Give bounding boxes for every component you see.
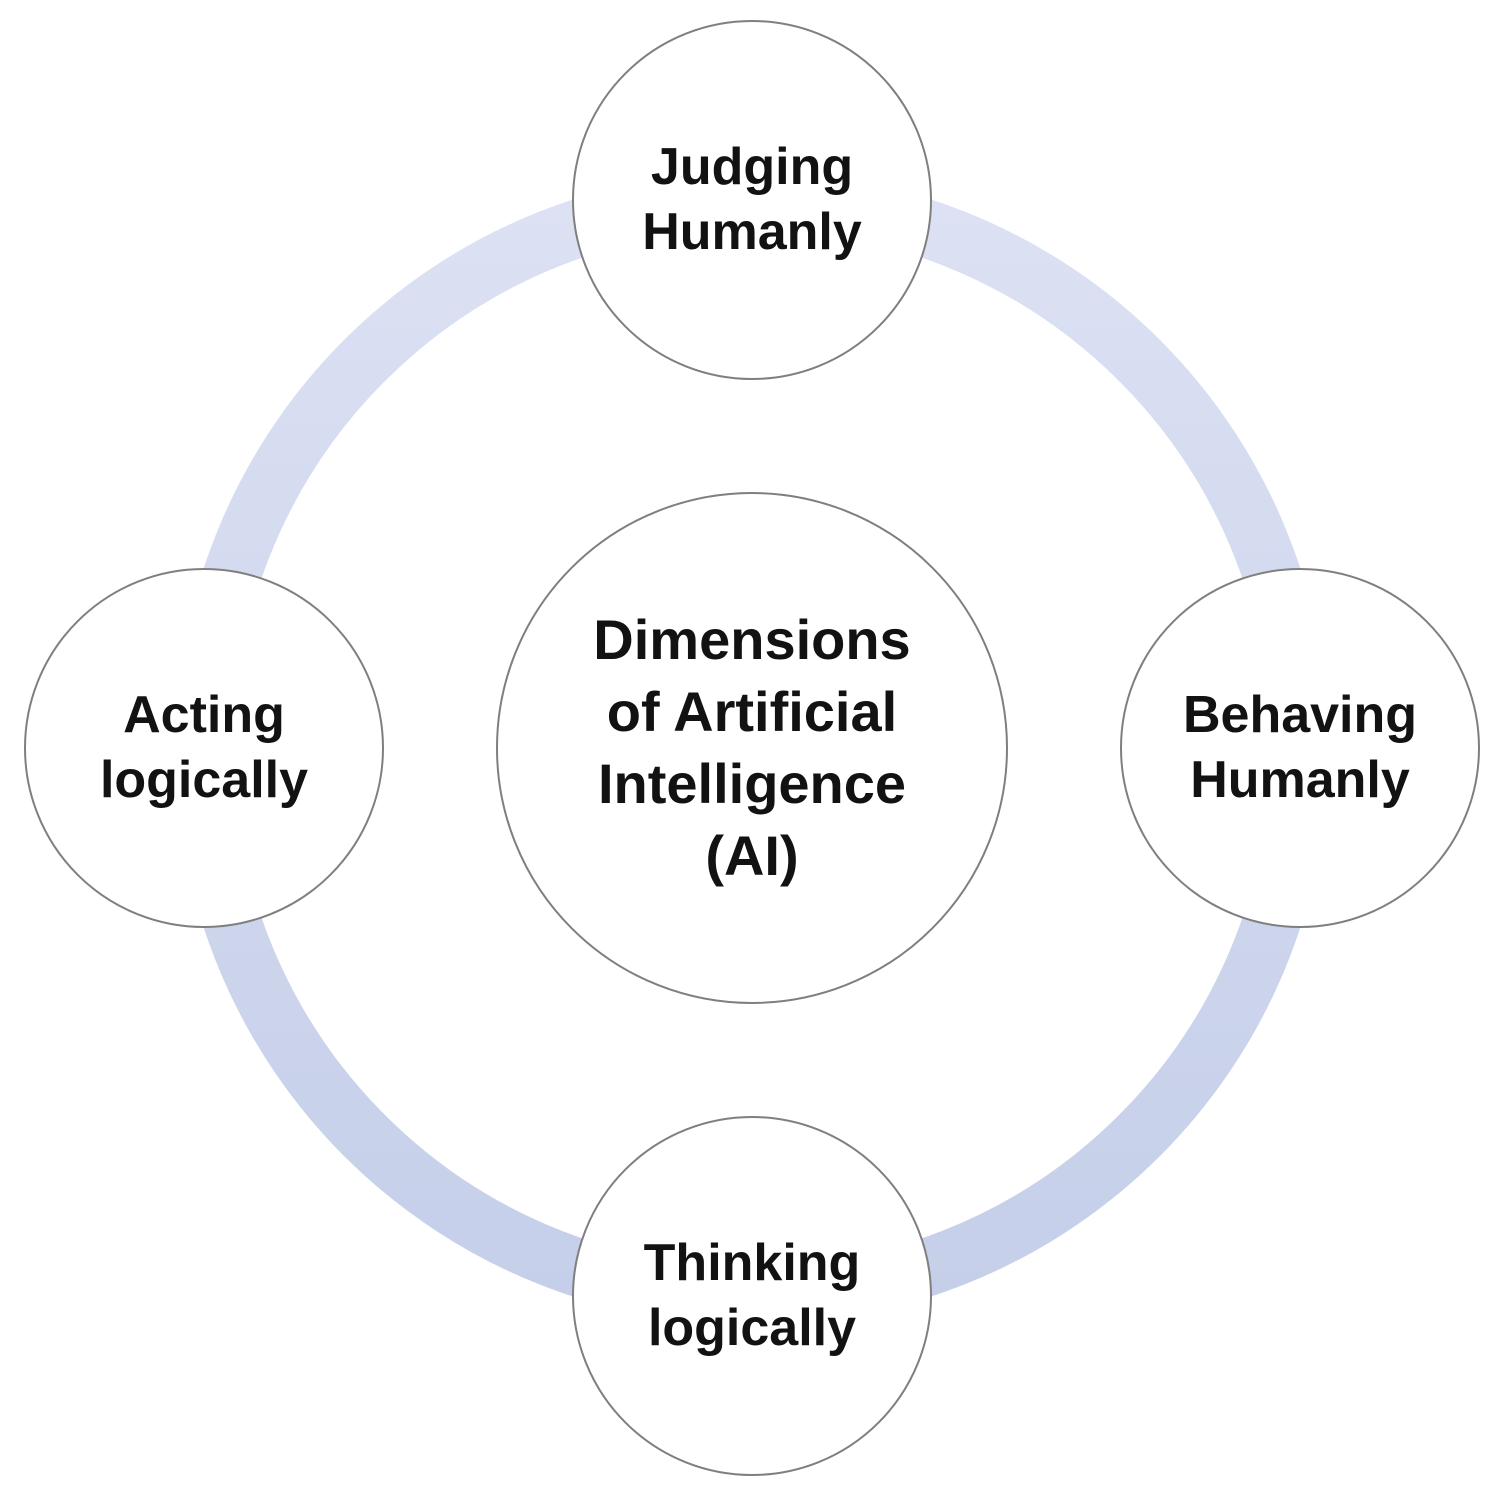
node-top-line-2: Humanly [642, 203, 862, 261]
node-acting-logically: Acting logically [24, 568, 384, 928]
node-top-line-1: Judging [650, 138, 854, 196]
node-behaving-humanly: Behaving Humanly [1120, 568, 1480, 928]
node-bottom-line-1: Thinking [643, 1234, 861, 1292]
node-bottom-line-2: logically [647, 1299, 857, 1357]
node-left-line-2: logically [99, 751, 309, 809]
node-center-line-1: Dimensions [593, 608, 911, 671]
node-right-line-2: Humanly [1190, 751, 1410, 809]
node-center-line-2: of Artificial [606, 680, 898, 743]
node-right-line-1: Behaving [1182, 686, 1418, 744]
node-center-line-4: (AI) [705, 824, 799, 887]
node-thinking-logically: Thinking logically [572, 1116, 932, 1476]
node-center-line-3: Intelligence [597, 752, 907, 815]
node-judging-humanly: Judging Humanly [572, 20, 932, 380]
node-dimensions-of-ai: Dimensions of Artificial Intelligence (A… [496, 492, 1008, 1004]
node-left-line-1: Acting [123, 686, 285, 744]
